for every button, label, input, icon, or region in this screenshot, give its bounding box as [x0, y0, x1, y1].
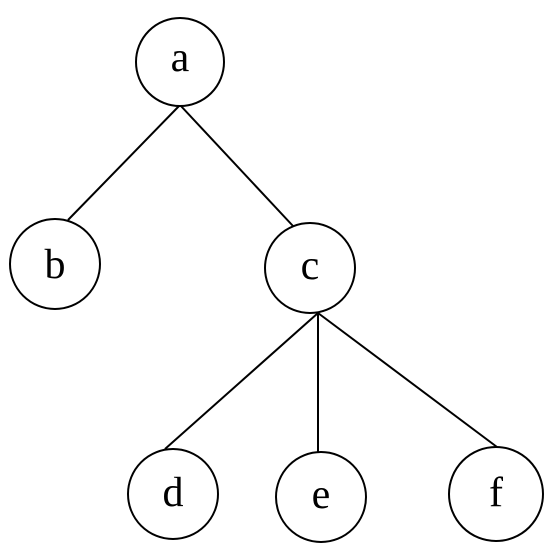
edge-c-d [164, 312, 319, 450]
node-c: c [264, 222, 356, 314]
node-b-circle [9, 218, 101, 310]
node-a-circle [135, 17, 225, 107]
node-f: f [448, 446, 544, 542]
node-d: d [127, 448, 219, 540]
node-d-circle [127, 448, 219, 540]
edge-c-f [317, 312, 498, 448]
edge-a-c [179, 104, 294, 227]
node-b: b [9, 218, 101, 310]
node-c-circle [264, 222, 356, 314]
node-d-label: d [163, 470, 184, 516]
node-e: e [275, 451, 367, 543]
node-c-label: c [301, 243, 320, 289]
edge-a-b [67, 104, 181, 221]
node-a-label: a [171, 35, 190, 81]
node-b-label: b [45, 242, 66, 288]
node-f-circle [448, 446, 544, 542]
node-e-label: e [312, 472, 331, 518]
node-a: a [135, 17, 225, 107]
node-e-circle [275, 451, 367, 543]
node-f-label: f [489, 470, 503, 516]
